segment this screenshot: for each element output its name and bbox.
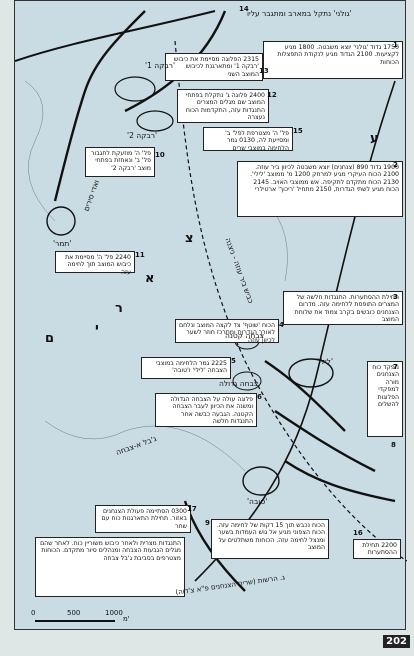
step-number: 13	[259, 67, 269, 75]
large-hill	[232, 371, 262, 391]
note-box: 0300 הסתיימה פעולת הצנחנים באזור. תחילת …	[95, 505, 191, 533]
note-box: פל' ה' מצטרפת לפל' ב' ומסייעת לה, 0130 ג…	[203, 127, 293, 152]
step-number: 1	[393, 41, 398, 49]
step-number: 12	[267, 91, 277, 99]
rivka1-position	[114, 76, 156, 102]
battle-map: ע ו צ א ר י ם 1750 גדוד 'גולני' יוצא משב…	[14, 0, 407, 630]
step-number: 15	[293, 127, 303, 135]
step-number: 3	[393, 293, 398, 301]
scale-end: 1000	[105, 609, 123, 617]
terrain-letter: ע	[370, 131, 379, 146]
step-number: 17	[187, 505, 197, 513]
tamar-position	[46, 206, 76, 236]
tova-position	[242, 466, 280, 496]
step-number: 2	[393, 161, 398, 169]
label-large-sabha: צבחה גדולה	[219, 379, 259, 388]
label-small-sabha: צבחה קטנה	[225, 331, 265, 340]
note-box: התנגדות מצרית ולאחר כיבוש משוריין כוח. ל…	[35, 537, 185, 597]
note-box: פל' ה' מוזעקת לתגבור פל' ב' ונאחזת בפתחי…	[85, 147, 155, 177]
step-number: 11	[135, 251, 145, 259]
note-box: הכוח נכבש תוך 15 דקות של לחימה עזה. הכוח…	[211, 519, 329, 559]
terrain-letter: ר	[115, 301, 123, 316]
note-box: 1750 גדוד 'גולני' יוצא משבטה. 1800 מגיע …	[263, 41, 403, 79]
step-number: 5	[231, 357, 236, 365]
note-box: 2315 הפלוגה מסיימת את כיבוש 'רבקה 1' ומת…	[165, 53, 263, 81]
note-box: הכוח 'שוטף' צד לקצה המוצב ונלחם לאורך הג…	[175, 319, 279, 344]
label-tamar: 'תמר'	[53, 239, 72, 248]
note-box: 1900 גדוד 890 (צנחנים) יוצא משבטה לכיוון…	[237, 161, 403, 217]
step-number: 6	[257, 393, 262, 401]
step-number: 16	[353, 529, 363, 537]
terrain-letter: ם	[45, 331, 55, 346]
step-number: 4	[279, 321, 284, 329]
note-box: 2240 פל' ה' מסיימת את כיבוש המוצב תוך לח…	[55, 251, 135, 276]
terrain-letter: א	[145, 271, 155, 286]
step-number: 14	[239, 5, 249, 13]
note-box: 2200 תחילת ההסתערות	[353, 539, 401, 559]
step-number: 7	[393, 363, 398, 371]
note-box: 2225 גמר הלחימה במוצבי הצבחה 'לילי' ו'טו…	[141, 357, 231, 379]
scale-zero: 0	[31, 609, 36, 617]
label-tova: 'טובה'	[247, 497, 268, 506]
northern-road	[15, 10, 216, 62]
label-golani: 'גולני' נתקל במארב ומתגבר עליו	[247, 9, 352, 18]
lili-position	[288, 358, 334, 388]
note-box: פלוגה עולה על הצבחה הגדולה ומשנה את הכיו…	[155, 393, 257, 427]
label-lili: 'לילי'	[317, 357, 334, 366]
step-number: 10	[155, 151, 165, 159]
note-box: מפקד כוח הצנחנים מורה למפקדי הפלוגות להש…	[367, 361, 403, 437]
label-rivka2: 'רבקה 2'	[127, 131, 158, 140]
label-rivka1: 'רבקה 1'	[145, 61, 176, 70]
rivka2-position	[136, 110, 174, 132]
terrain-letter: י	[95, 321, 99, 336]
terrain-letter: צ	[185, 231, 194, 246]
note-box: תחילת ההסתערות. התנגדות חלשה של המצרים ה…	[283, 291, 403, 325]
note-box: 2400 פלוגה ג' נתקלת בפתחי המוצב שם מגלים…	[177, 89, 269, 123]
scale-unit: מ'	[123, 615, 130, 623]
step-number: 8	[391, 441, 396, 449]
step-number: 9	[205, 519, 210, 527]
page-number: 202	[383, 635, 410, 648]
scale-mid: 500	[67, 609, 81, 617]
